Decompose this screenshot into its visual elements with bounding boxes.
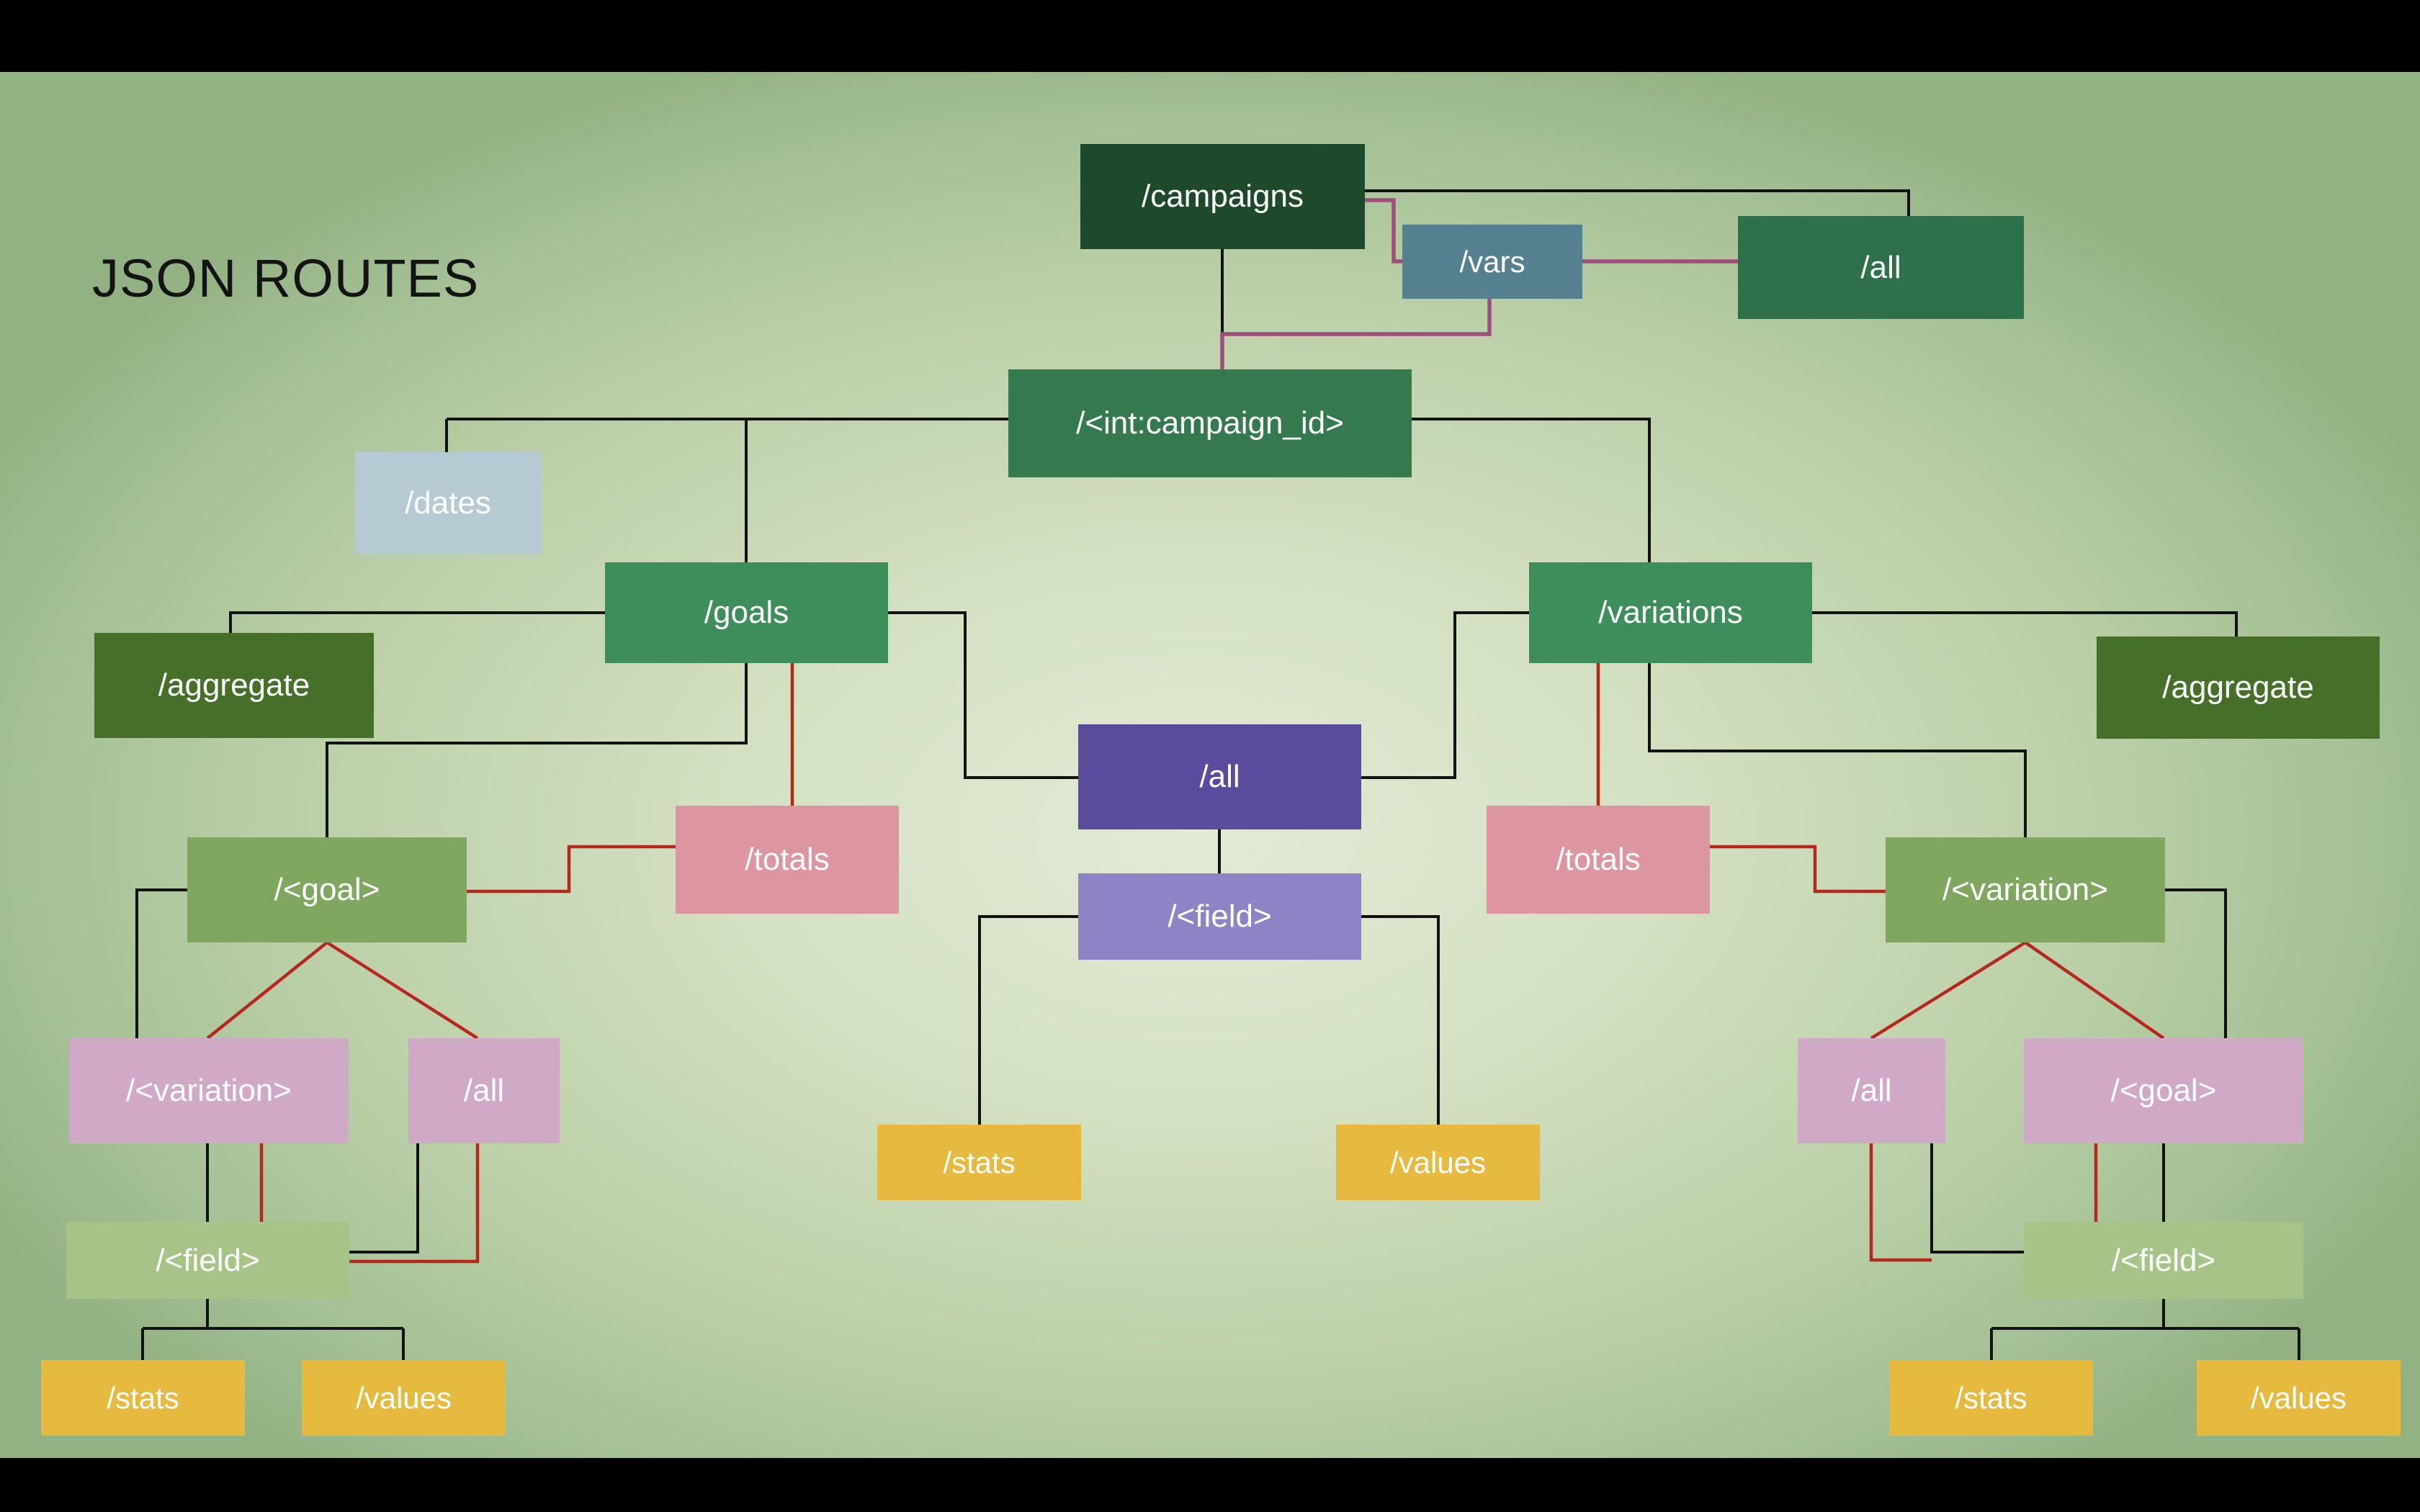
edge-fieldleft-stats-values [141,1299,405,1360]
edge-campaignid-variations [1412,418,1651,562]
edge-goals-goal [326,663,748,837]
node-campaign-id: /<int:campaign_id> [1008,369,1412,477]
node-goal-child: /<goal> [2024,1038,2303,1143]
node-stats-bottom-right: /stats [1889,1360,2093,1436]
node-variation-right: /<variation> [1886,837,2165,942]
node-values-bottom-left: /values [302,1360,506,1436]
node-aggregate-right: /aggregate [2097,636,2380,739]
edge-variations-aggregate-right [1812,611,2238,636]
node-all-center: /all [1078,724,1361,829]
edge-allchildright-fieldright-red [1869,1143,1932,1262]
node-values-bottom-right: /values [2197,1360,2401,1436]
edge-totalsright-variation-red [1710,845,1886,894]
edge-allchildleft-fieldleft [349,1143,419,1254]
edge-goals-allcenter [888,611,1078,779]
edge-goal-children-vee-red [206,941,479,1040]
edge-goal-variationchild [135,888,187,1038]
node-campaigns: /campaigns [1080,144,1365,249]
node-field-center: /<field> [1078,873,1361,960]
node-all-child-left: /all [408,1038,560,1143]
node-values-center: /values [1336,1125,1540,1200]
letterbox-top [0,0,2420,72]
node-variation-child: /<variation> [69,1038,349,1143]
node-variations: /variations [1529,562,1812,663]
edge-variations-allcenter [1361,611,1529,779]
node-goals: /goals [605,562,888,663]
edge-allchildright-fieldright [1930,1143,2024,1254]
node-field-left: /<field> [66,1222,349,1299]
node-aggregate-left: /aggregate [94,633,374,738]
edge-variations-variation [1648,663,2027,837]
edge-fieldright-stats-values [1990,1299,2300,1360]
letterbox-bottom [0,1458,2420,1512]
edge-variation-goalchild [2165,888,2227,1038]
node-totals-left: /totals [676,806,899,914]
edge-fieldcenter-stats [978,915,1078,1125]
edge-variation-children-vee-red [1870,941,2165,1040]
edge-campaigns-alltop [1365,189,1910,216]
node-stats-center: /stats [877,1125,1081,1200]
node-dates: /dates [355,452,541,554]
edge-fieldcenter-values [1361,915,1440,1125]
edge-campaigns-vars-purple [1365,198,1402,264]
edge-campaignid-dates-goals [445,418,1008,562]
node-goal-left: /<goal> [187,837,467,942]
node-vars: /vars [1402,225,1582,299]
page-title: JSON ROUTES [92,248,480,308]
edge-goal-totals-left-red [467,845,676,894]
edge-allchildleft-fieldleft-red [349,1143,480,1264]
node-stats-bottom-left: /stats [41,1360,245,1436]
node-all-top: /all [1738,216,2024,319]
node-totals-right: /totals [1487,806,1710,914]
edge-goals-aggregate-left [229,611,605,633]
node-all-child-right: /all [1798,1038,1945,1143]
edge-vars-campaignid-purple [1220,299,1492,369]
node-field-right: /<field> [2024,1222,2303,1299]
